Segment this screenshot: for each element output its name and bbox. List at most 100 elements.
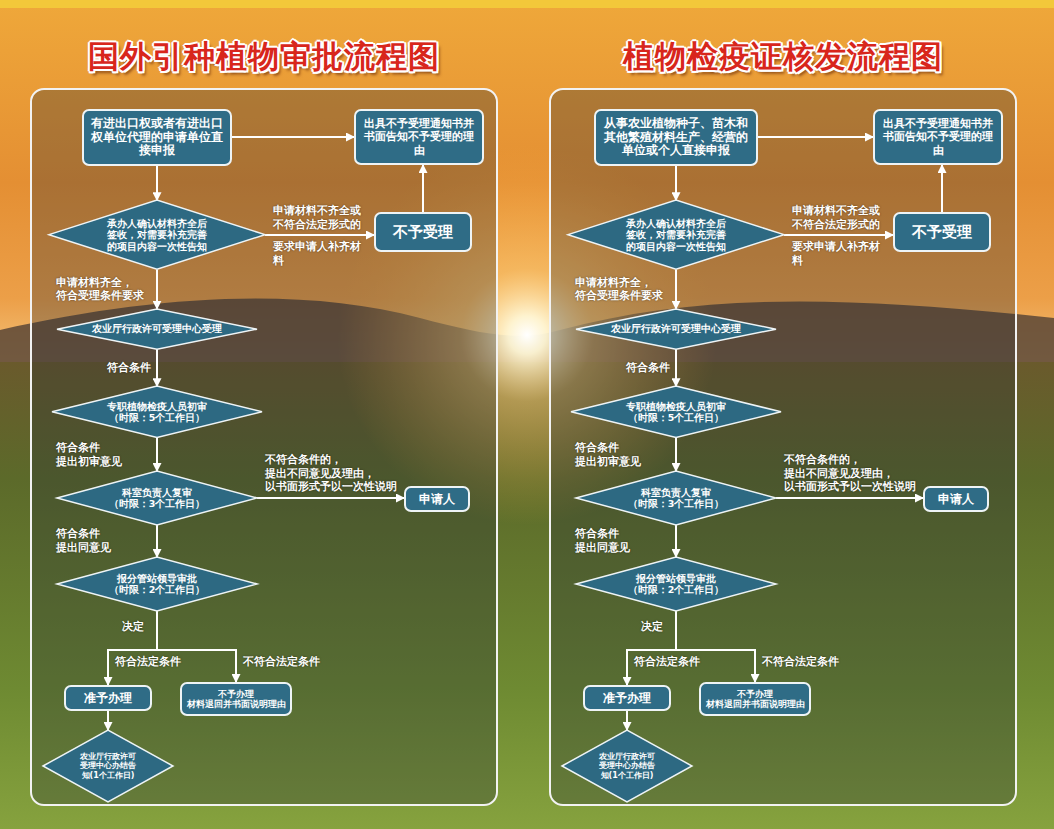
decision-diamond: 专职植物检疫人员初审 （时限：5个工作日） — [52, 386, 262, 438]
edge-label: 申请材料不齐全或不符合法定形式的 — [792, 204, 887, 231]
node-text: 准予办理 — [69, 691, 147, 705]
edge-label: 申请材料齐全，符合受理条件要求 — [575, 276, 670, 303]
flow-arrow — [676, 611, 755, 682]
edge-label: 符合法定条件 — [634, 655, 700, 669]
process-box: 不予受理 — [374, 212, 472, 252]
flow-arrow — [108, 611, 157, 685]
flow-arrow — [675, 438, 677, 471]
decision-diamond: 报分管站领导审批 （时限：2个工作日） — [576, 557, 776, 611]
node-text: 申请人 — [409, 492, 465, 506]
process-box: 准予办理 — [583, 685, 671, 711]
process-box: 出具不予受理通知书并书面告知不予受理的理由 — [354, 109, 484, 165]
note-label: 决定 — [641, 620, 663, 634]
node-text: 农业厅行政许可受理中心受理 — [92, 323, 222, 335]
node-text: 申请人 — [928, 492, 984, 506]
flow-arrow — [675, 525, 677, 557]
node-text: 承办人确认材料齐全后签收，对需要补充完善的项目内容一次性告知 — [107, 218, 207, 252]
process-box: 不予办理 材料退回并书面说明理由 — [699, 682, 811, 716]
node-text: 报分管站领导审批 （时限：2个工作日） — [624, 573, 728, 596]
flow-arrow — [941, 165, 943, 212]
diamond-outline — [568, 200, 784, 269]
diamond-outline — [562, 730, 692, 802]
decision-diamond: 承办人确认材料齐全后签收，对需要补充完善的项目内容一次性告知 — [568, 200, 784, 269]
flow-arrow — [422, 165, 424, 212]
node-text: 不予办理 材料退回并书面说明理由 — [705, 689, 805, 709]
top-band — [0, 0, 1054, 8]
node-text: 出具不予受理通知书并书面告知不予受理的理由 — [881, 117, 995, 157]
edge-label: 不符合法定条件 — [243, 655, 320, 669]
node-text: 出具不予受理通知书并书面告知不予受理的理由 — [362, 117, 476, 157]
decision-diamond: 科室负责人复审 （时限：3个工作日） — [576, 471, 776, 525]
flow-arrow — [156, 525, 158, 557]
flow-panel: 国外引种植物审批流程图有进出口权或者有进出口权单位代理的申请单位直接申报出具不予… — [30, 88, 498, 806]
process-box: 有进出口权或者有进出口权单位代理的申请单位直接申报 — [82, 109, 232, 166]
node-text: 有进出口权或者有进出口权单位代理的申请单位直接申报 — [90, 117, 224, 158]
diamond-outline — [52, 386, 262, 438]
process-box: 不予受理 — [893, 212, 991, 252]
edge-label: 符合条件 — [107, 361, 151, 375]
node-text: 专职植物检疫人员初审 （时限：5个工作日） — [105, 401, 209, 424]
diamond-outline — [571, 386, 781, 438]
node-text: 承办人确认材料齐全后签收，对需要补充完善的项目内容一次性告知 — [626, 218, 726, 252]
flow-arrow — [156, 270, 158, 309]
flow-arrow — [156, 166, 158, 200]
edge-label: 符合条件 — [626, 361, 670, 375]
node-text: 从事农业植物种子、苗木和其他繁殖材料生产、经营的单位或个人直接申报 — [602, 117, 750, 158]
panel-title: 国外引种植物审批流程图 — [2, 36, 526, 78]
process-box: 准予办理 — [64, 685, 152, 711]
flow-arrow — [257, 497, 404, 499]
flow-arrow — [627, 611, 676, 685]
node-text: 科室负责人复审 （时限：3个工作日） — [624, 487, 728, 510]
diamond-outline — [49, 200, 265, 269]
edge-label: 符合条件 提出同意见 — [575, 527, 670, 554]
flow-arrow — [784, 234, 893, 236]
flow-panel: 植物检疫证核发流程图从事农业植物种子、苗木和其他繁殖材料生产、经营的单位或个人直… — [549, 88, 1017, 806]
diamond-outline — [576, 557, 776, 611]
decision-diamond: 农业厅行政许可受理中心办结告知(1个工作日) — [562, 730, 692, 802]
flow-arrow — [626, 711, 628, 730]
flow-arrow — [675, 349, 677, 386]
flow-arrow — [157, 611, 236, 682]
diamond-outline — [576, 309, 776, 349]
node-text: 农业厅行政许可受理中心办结告知(1个工作日) — [78, 752, 138, 781]
edge-label: 申请材料不齐全或不符合法定形式的 — [273, 204, 368, 231]
node-text: 专职植物检疫人员初审 （时限：5个工作日） — [624, 401, 728, 424]
flow-arrow — [675, 270, 677, 309]
flow-arrow — [265, 234, 374, 236]
node-text: 科室负责人复审 （时限：3个工作日） — [105, 487, 209, 510]
decision-diamond: 农业厅行政许可受理中心受理 — [576, 309, 776, 349]
decision-diamond: 农业厅行政许可受理中心受理 — [57, 309, 257, 349]
decision-diamond: 专职植物检疫人员初审 （时限：5个工作日） — [571, 386, 781, 438]
note-label: 决定 — [122, 620, 144, 634]
edge-label: 符合条件 提出初审意见 — [56, 441, 151, 468]
diamond-outline — [57, 309, 257, 349]
decision-diamond: 科室负责人复审 （时限：3个工作日） — [57, 471, 257, 525]
diamond-outline — [43, 730, 173, 802]
process-box: 申请人 — [404, 486, 470, 512]
node-text: 农业厅行政许可受理中心办结告知(1个工作日) — [597, 752, 657, 781]
edge-label: 不符合法定条件 — [762, 655, 839, 669]
flow-arrow — [232, 136, 354, 138]
node-text: 不予办理 材料退回并书面说明理由 — [186, 689, 286, 709]
flow-arrow — [675, 166, 677, 200]
process-box: 出具不予受理通知书并书面告知不予受理的理由 — [873, 109, 1003, 165]
decision-diamond: 报分管站领导审批 （时限：2个工作日） — [57, 557, 257, 611]
node-text: 农业厅行政许可受理中心受理 — [611, 323, 741, 335]
process-box: 从事农业植物种子、苗木和其他繁殖材料生产、经营的单位或个人直接申报 — [594, 109, 758, 166]
flow-arrow — [107, 711, 109, 730]
edge-label: 符合条件 提出同意见 — [56, 527, 151, 554]
flow-arrow — [156, 438, 158, 471]
process-box: 申请人 — [923, 486, 989, 512]
process-box: 不予办理 材料退回并书面说明理由 — [180, 682, 292, 716]
decision-diamond: 农业厅行政许可受理中心办结告知(1个工作日) — [43, 730, 173, 802]
diamond-outline — [576, 471, 776, 525]
node-text: 不予受理 — [380, 223, 466, 241]
edge-label: 符合条件 提出初审意见 — [575, 441, 670, 468]
edge-label: 申请材料齐全，符合受理条件要求 — [56, 276, 151, 303]
flow-arrow — [758, 136, 873, 138]
flow-arrow — [776, 497, 923, 499]
panel-title: 植物检疫证核发流程图 — [521, 36, 1045, 78]
decision-diamond: 承办人确认材料齐全后签收，对需要补充完善的项目内容一次性告知 — [49, 200, 265, 269]
